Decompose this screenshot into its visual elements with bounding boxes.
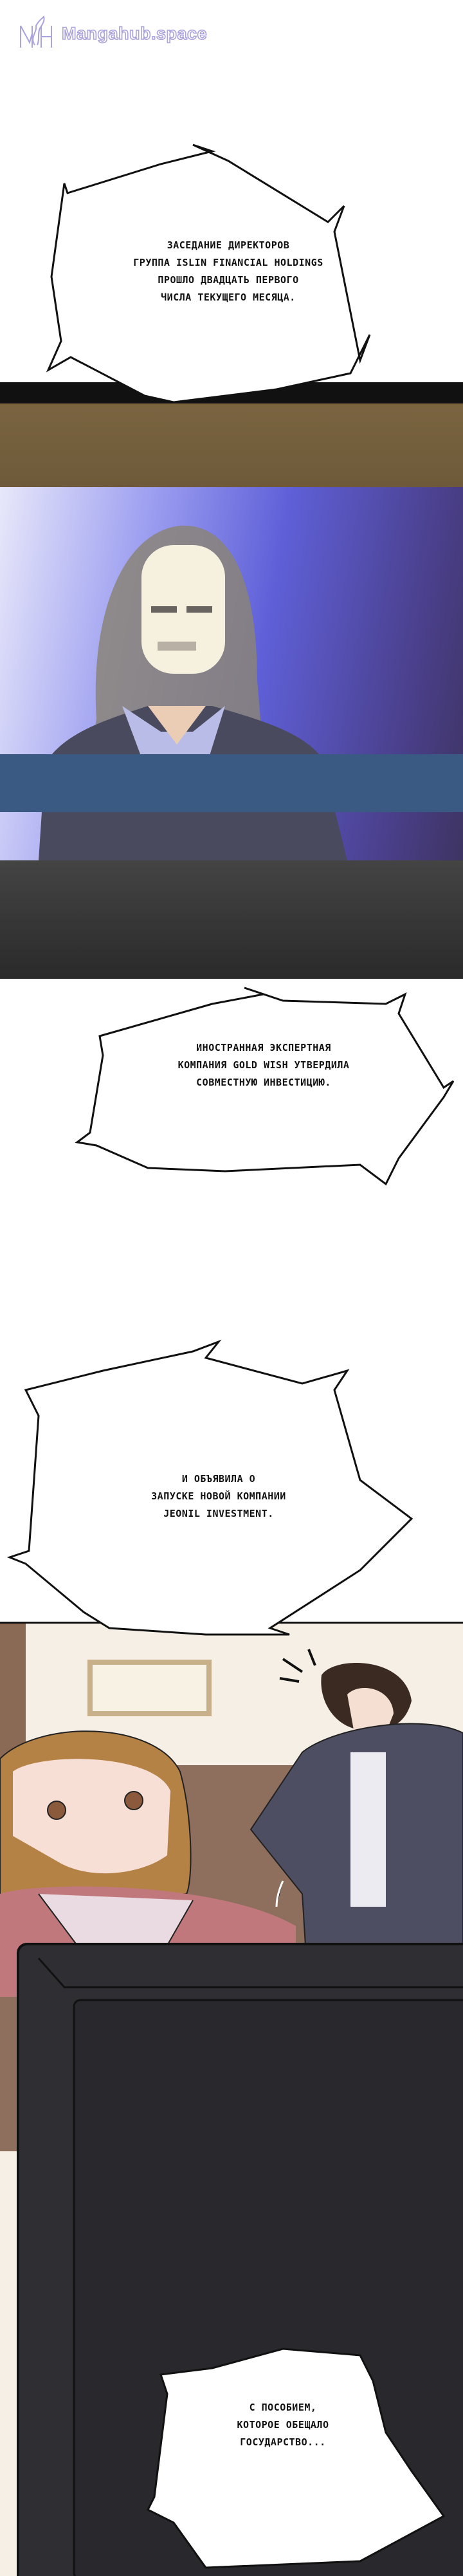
caption-line: совместную инвестицию. [196,1077,331,1088]
caption-line: группа Islin Financial Holdings [133,257,323,268]
news-ticker-bar [0,754,463,812]
site-watermark: Mangahub.space [18,14,207,53]
caption-line: Заседание директоров [167,239,290,251]
caption-line: которое обещало [237,2419,329,2431]
tv-frame [0,403,463,489]
caption-line: компания Gold Wish утвердила [177,1059,350,1071]
caption-line: С пособием, [249,2402,317,2413]
narration-caption-2: Иностранная экспертная компания Gold Wis… [154,1039,373,1091]
caption-line: числа текущего месяца. [161,292,296,303]
mangahub-logo-icon [20,15,52,48]
caption-line: запуске новой компании [151,1490,286,1502]
caption-line: Jeonil Investment. [163,1508,274,1519]
narration-caption-4: С пособием, которое обещало государство.… [219,2399,347,2451]
panel-tv-news [0,382,463,979]
caption-line: прошло двадцать первого [158,274,299,286]
caption-line: Иностранная экспертная [196,1042,331,1053]
site-name: Mangahub.space [61,23,208,44]
caption-line: государство... [240,2436,326,2448]
narration-caption-1: Заседание директоров группа Islin Financ… [103,237,354,306]
caption-line: И объявила о [181,1473,256,1485]
narration-caption-3: И объявила о запуске новой компании Jeon… [116,1470,322,1523]
tv-screen [0,487,463,860]
tv-bottom-frame [0,860,463,979]
